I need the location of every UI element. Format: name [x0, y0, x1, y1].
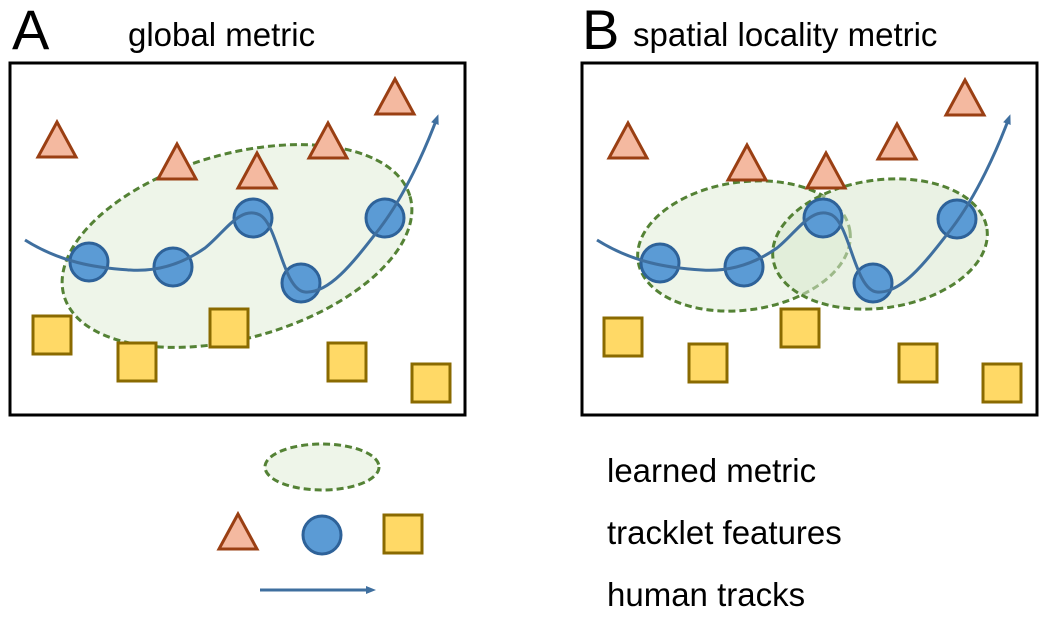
square-icon — [326, 341, 368, 383]
circle-icon — [232, 197, 274, 239]
circle-icon — [152, 246, 194, 288]
legend-human-tracks-label: human tracks — [607, 576, 806, 613]
legend — [216, 442, 424, 594]
triangle-icon — [216, 510, 260, 551]
triangle-icon — [306, 119, 350, 160]
square-icon — [208, 307, 250, 349]
circle-icon — [639, 242, 681, 284]
square-icon — [687, 342, 729, 384]
learned-metric-ellipse — [60, 143, 414, 349]
triangle-features — [606, 76, 987, 190]
square-icon — [779, 307, 821, 349]
triangle-features — [35, 75, 417, 190]
square-icon — [31, 314, 73, 356]
legend-ellipse-icon — [263, 442, 381, 492]
square-features — [31, 307, 452, 404]
panel-a-title: global metric — [128, 16, 316, 53]
square-icon — [116, 341, 158, 383]
triangle-icon — [35, 118, 79, 159]
circle-icon — [68, 241, 110, 283]
circle-icon — [802, 197, 844, 239]
square-icon — [382, 513, 424, 555]
panel-a — [8, 61, 467, 417]
square-icon — [981, 362, 1023, 404]
human-track-path — [24, 114, 439, 294]
triangle-icon — [155, 140, 199, 181]
triangle-icon — [875, 120, 919, 161]
circle-icon — [280, 262, 322, 304]
panel-b-title: spatial locality metric — [633, 16, 938, 53]
square-features — [602, 307, 1023, 404]
square-icon — [410, 362, 452, 404]
circle-icon — [364, 197, 406, 239]
panel-a-letter: A — [12, 0, 50, 61]
circle-icon — [852, 262, 894, 304]
square-icon — [897, 342, 939, 384]
triangle-icon — [725, 141, 769, 182]
circle-icon — [301, 514, 343, 556]
panel-b-letter: B — [582, 0, 620, 61]
triangle-icon — [943, 76, 987, 117]
triangle-icon — [373, 75, 417, 116]
human-track-path — [596, 114, 1011, 294]
legend-tracklet-features-label: tracklet features — [607, 514, 842, 551]
triangle-icon — [606, 119, 650, 160]
square-icon — [602, 316, 644, 358]
triangle-icon — [235, 149, 279, 190]
legend-learned-metric-label: learned metric — [607, 452, 817, 489]
circle-icon — [723, 246, 765, 288]
panel-b — [580, 61, 1039, 417]
triangle-icon — [804, 149, 848, 190]
